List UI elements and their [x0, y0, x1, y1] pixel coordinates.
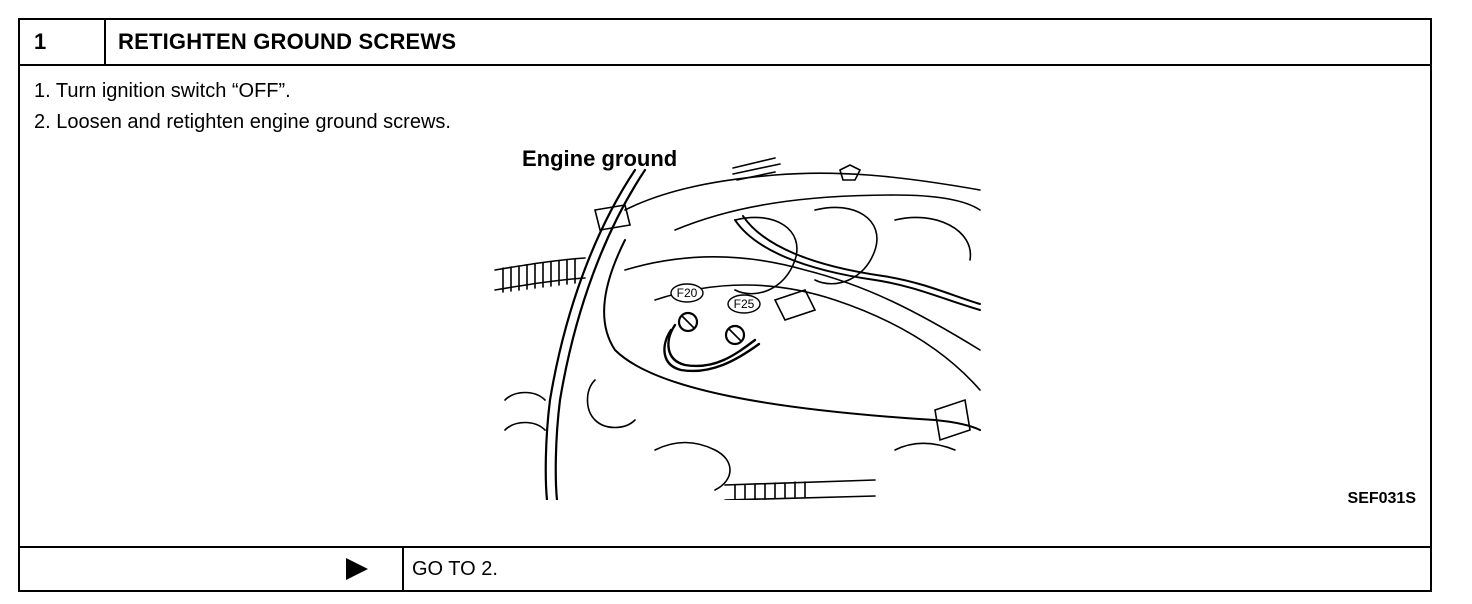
go-to-link[interactable]: GO TO 2.: [412, 558, 498, 580]
callout-f20: F20: [677, 286, 698, 300]
engine-illustration: F20 F25: [494, 157, 981, 500]
step-number: 1: [20, 20, 106, 64]
play-triangle-icon: [346, 558, 368, 580]
step-header: 1 RETIGHTEN GROUND SCREWS: [20, 20, 1430, 66]
instruction-item: 2. Loosen and retighten engine ground sc…: [34, 111, 451, 133]
figure-label: Engine ground: [522, 146, 678, 171]
procedure-table: 1 RETIGHTEN GROUND SCREWS 1. Turn igniti…: [18, 18, 1432, 592]
instruction-item: 1. Turn ignition switch “OFF”.: [34, 80, 291, 102]
step-title: RETIGHTEN GROUND SCREWS: [118, 29, 457, 54]
result-cell: [20, 548, 404, 590]
instruction-list: 1. Turn ignition switch “OFF”. 2. Loosen…: [34, 76, 451, 138]
result-row: GO TO 2.: [20, 546, 1430, 590]
callout-f25: F25: [734, 297, 755, 311]
figure-code: SEF031S: [1347, 490, 1416, 507]
